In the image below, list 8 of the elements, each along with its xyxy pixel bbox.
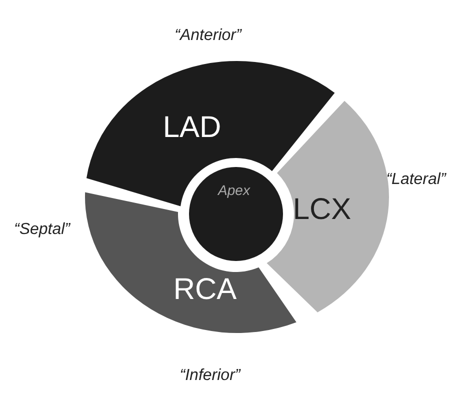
region-label: “Septal”	[14, 222, 70, 238]
apex-label: Apex	[218, 183, 250, 197]
territory-label: LAD	[162, 113, 222, 143]
region-label: “Inferior”	[180, 368, 240, 384]
territory-label: RCA	[173, 275, 237, 305]
region-label: “Lateral”	[386, 172, 446, 188]
territory-label: LCX	[292, 195, 352, 225]
region-label: “Anterior”	[174, 28, 242, 44]
